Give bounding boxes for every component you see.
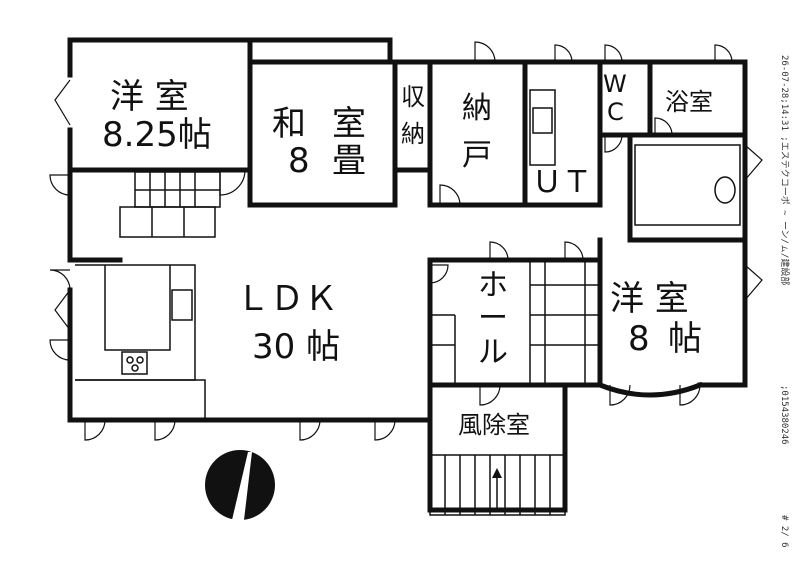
closet-text-b: 納 — [401, 120, 425, 148]
japanese-room-name-b: 室 — [332, 104, 366, 144]
entry-steps — [429, 454, 566, 516]
ldk-size: 30 帖 — [252, 327, 340, 367]
toilet-text-b: C — [607, 98, 624, 126]
storage-text-b: 戸 — [462, 138, 492, 173]
utility-text: ＵＴ — [532, 165, 592, 200]
bathroom-text: 浴室 — [665, 88, 713, 116]
ldk-name: ＬＤＫ — [236, 279, 338, 319]
margin-text-mid: ;0154380246 — [779, 385, 789, 445]
japanese-room-name-a: 和 — [272, 104, 306, 144]
closet-text-a: 収 — [401, 83, 425, 111]
margin-text: 26-07-28;14:31 ;エステクコーポ ~ ーン/ㇺ/建設部 ;0154… — [779, 55, 791, 548]
storage-text-a: 納 — [462, 91, 492, 126]
western-room-2-size-a: 8 — [628, 319, 650, 359]
margin-text-bottom: # 2/ 6 — [779, 515, 789, 548]
exterior-walls — [67, 37, 748, 513]
hall-closets — [432, 260, 600, 385]
western-room-1-name: 洋 室 — [110, 77, 189, 117]
japanese-room-unit: 畳 — [332, 141, 366, 181]
interior-walls — [67, 59, 748, 388]
hall-char-2: ー — [478, 301, 508, 336]
north-compass — [205, 450, 275, 520]
toilet-text-a: W — [603, 70, 627, 98]
western-room-2-name: 洋 室 — [610, 279, 689, 319]
door-swings — [49, 41, 763, 441]
utility-fixtures — [529, 89, 741, 226]
vestibule-text: 風除室 — [458, 411, 530, 439]
japanese-room-size: 8 — [288, 141, 310, 181]
hall-char-3: ル — [478, 335, 508, 370]
western-room-1-size: 8.25帖 — [102, 115, 212, 155]
hall-char-1: ホ — [478, 268, 508, 303]
bay-window — [596, 381, 704, 398]
margin-text-top: 26-07-28;14:31 ;エステクコーポ ~ ーン/ㇺ/建設部 — [779, 55, 791, 285]
western-room-2-size-b: 帖 — [668, 319, 702, 359]
room-labels: 洋 室 8.25帖 和 室 8 畳 収 納 納 戸 ＵＴ W C 浴室 ＬＤＫ … — [102, 70, 713, 439]
stairs — [119, 171, 221, 238]
kitchen-counter — [75, 264, 206, 420]
